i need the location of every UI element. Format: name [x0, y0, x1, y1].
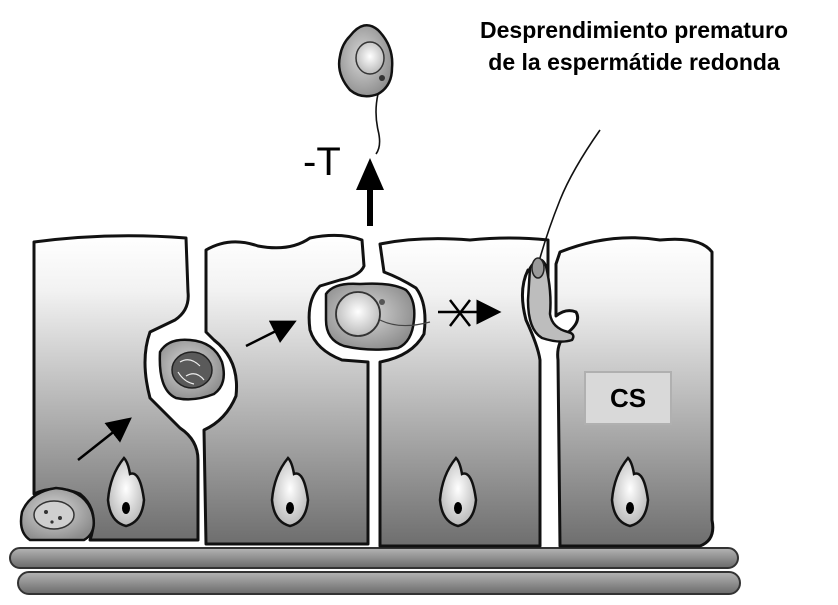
diagram-title: Desprendimiento prematuro de la espermát…	[430, 14, 838, 78]
cs-label: CS	[610, 383, 646, 414]
released-spermatid	[339, 25, 392, 154]
round-spermatid-cell	[326, 284, 430, 350]
title-line-2: de la espermátide redonda	[430, 46, 838, 78]
release-arrow	[356, 158, 384, 226]
spermatocyte-cell	[160, 340, 224, 400]
basement-membrane-top	[10, 548, 738, 568]
cs-label-box: CS	[584, 371, 672, 425]
title-line-1: Desprendimiento prematuro	[430, 14, 838, 46]
minus-t-label: -T	[303, 140, 341, 185]
basement-membrane-bottom	[18, 572, 740, 594]
